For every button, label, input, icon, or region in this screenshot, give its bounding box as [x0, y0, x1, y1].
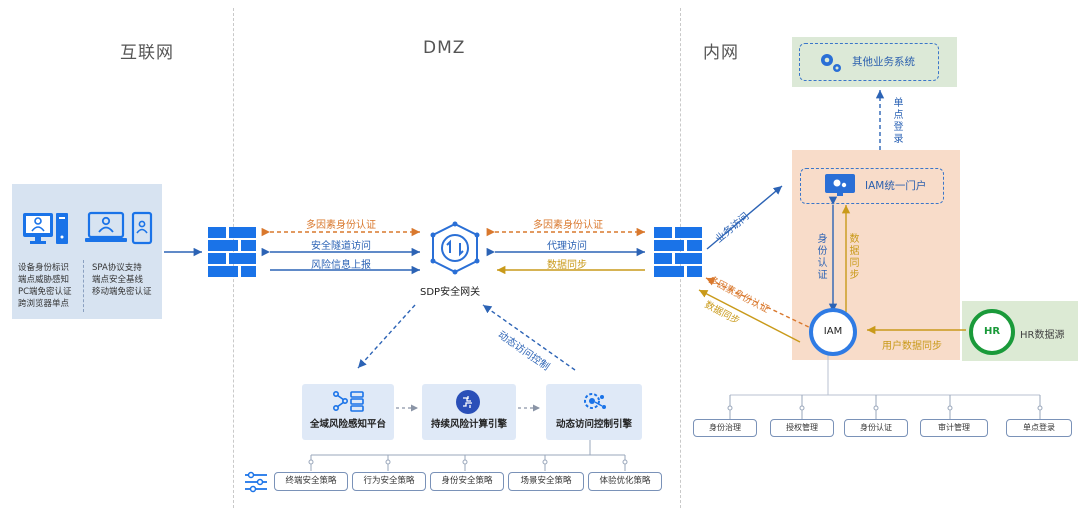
- engine-risk-perception: 全域风险感知平台: [302, 384, 394, 440]
- client-feature-right-3: 移动端免密认证: [92, 287, 152, 297]
- left-multi-auth-label: 多因素身份认证: [306, 220, 376, 231]
- zone-intranet-title: 内网: [703, 43, 739, 63]
- firewall-left-icon: [208, 227, 256, 277]
- client-feature-left-2: 端点威胁感知: [18, 275, 70, 285]
- right-multi-auth-label: 多因素身份认证: [533, 220, 603, 231]
- laptop-phone-icon: [85, 211, 155, 245]
- gear-network-icon: [580, 389, 608, 419]
- client-panel: 设备身份标识 端点威胁感知 PC端免密认证 跨浏览器单点 SPA协议支持 端点安…: [12, 184, 162, 319]
- identity-auth-label: 身份认证: [817, 234, 828, 281]
- hr-source-label: HR数据源: [1020, 330, 1065, 341]
- iam-module-authorization: 授权管理: [770, 419, 834, 437]
- policy-identity: 身份安全策略: [430, 472, 504, 491]
- sdp-gateway-label: SDP安全网关: [420, 287, 481, 298]
- data-sync-vertical-label: 数据同步: [849, 234, 860, 281]
- control-to-gateway-arrow: [482, 304, 576, 371]
- engine-risk-computation: 持续风险计算引擎: [422, 384, 516, 440]
- iam-multi-auth-arrow: [705, 277, 825, 338]
- firewall-right-icon: [654, 227, 702, 277]
- brain-chip-icon: [455, 389, 481, 419]
- policy-behavior: 行为安全策略: [352, 472, 426, 491]
- iam-module-authentication: 身份认证: [844, 419, 908, 437]
- right-proxy-label: 代理访问: [547, 241, 587, 252]
- engine-dynamic-control: 动态访问控制引擎: [546, 384, 642, 440]
- engine-dynamic-control-label: 动态访问控制引擎: [555, 419, 632, 430]
- iam-portal-label: IAM统一门户: [865, 180, 927, 192]
- client-divider: [83, 260, 84, 312]
- iam-data-sync-arrow: [698, 289, 801, 343]
- client-feature-left-1: 设备身份标识: [18, 263, 70, 273]
- gateway-to-risk-arrow: [357, 304, 416, 369]
- right-data-sync-label: 数据同步: [547, 260, 587, 271]
- hr-sync-label: 用户数据同步: [882, 341, 942, 352]
- engine-risk-computation-label: 持续风险计算引擎: [430, 419, 507, 430]
- engine-risk-perception-label: 全域风险感知平台: [309, 419, 386, 430]
- policy-scenario: 场景安全策略: [508, 472, 584, 491]
- client-feature-right-2: 端点安全基线: [92, 275, 144, 285]
- left-risk-report-label: 风险信息上报: [311, 260, 371, 271]
- sdp-gateway-icon: [428, 221, 482, 275]
- policy-experience: 体验优化策略: [588, 472, 662, 491]
- zone-dmz-title: DMZ: [423, 38, 466, 58]
- iam-node: IAM: [809, 308, 857, 356]
- iam-module-sso: 单点登录: [1006, 419, 1072, 437]
- other-systems-label: 其他业务系统: [852, 56, 915, 68]
- client-feature-right-1: SPA协议支持: [92, 263, 142, 273]
- policy-terminal: 终端安全策略: [274, 472, 348, 491]
- client-feature-left-3: PC端免密认证: [18, 287, 72, 297]
- other-systems-box: 其他业务系统: [799, 43, 939, 81]
- left-tunnel-label: 安全隧道访问: [311, 241, 371, 252]
- gears-icon: [818, 50, 844, 78]
- zone-internet-title: 互联网: [120, 43, 174, 63]
- iam-module-audit: 审计管理: [920, 419, 988, 437]
- network-server-icon: [332, 390, 364, 416]
- monitor-gear-icon: [825, 174, 855, 202]
- sso-label: 单点登录: [893, 98, 904, 145]
- iam-portal-box: IAM统一门户: [800, 168, 944, 204]
- desktop-icon: [23, 211, 68, 244]
- client-feature-left-4: 跨浏览器单点: [18, 299, 70, 309]
- iam-module-governance: 身份治理: [693, 419, 757, 437]
- business-access-arrow: [706, 185, 783, 250]
- hr-node: HR: [969, 309, 1015, 355]
- policy-settings-icon: [244, 471, 268, 493]
- other-systems-panel: [792, 37, 957, 87]
